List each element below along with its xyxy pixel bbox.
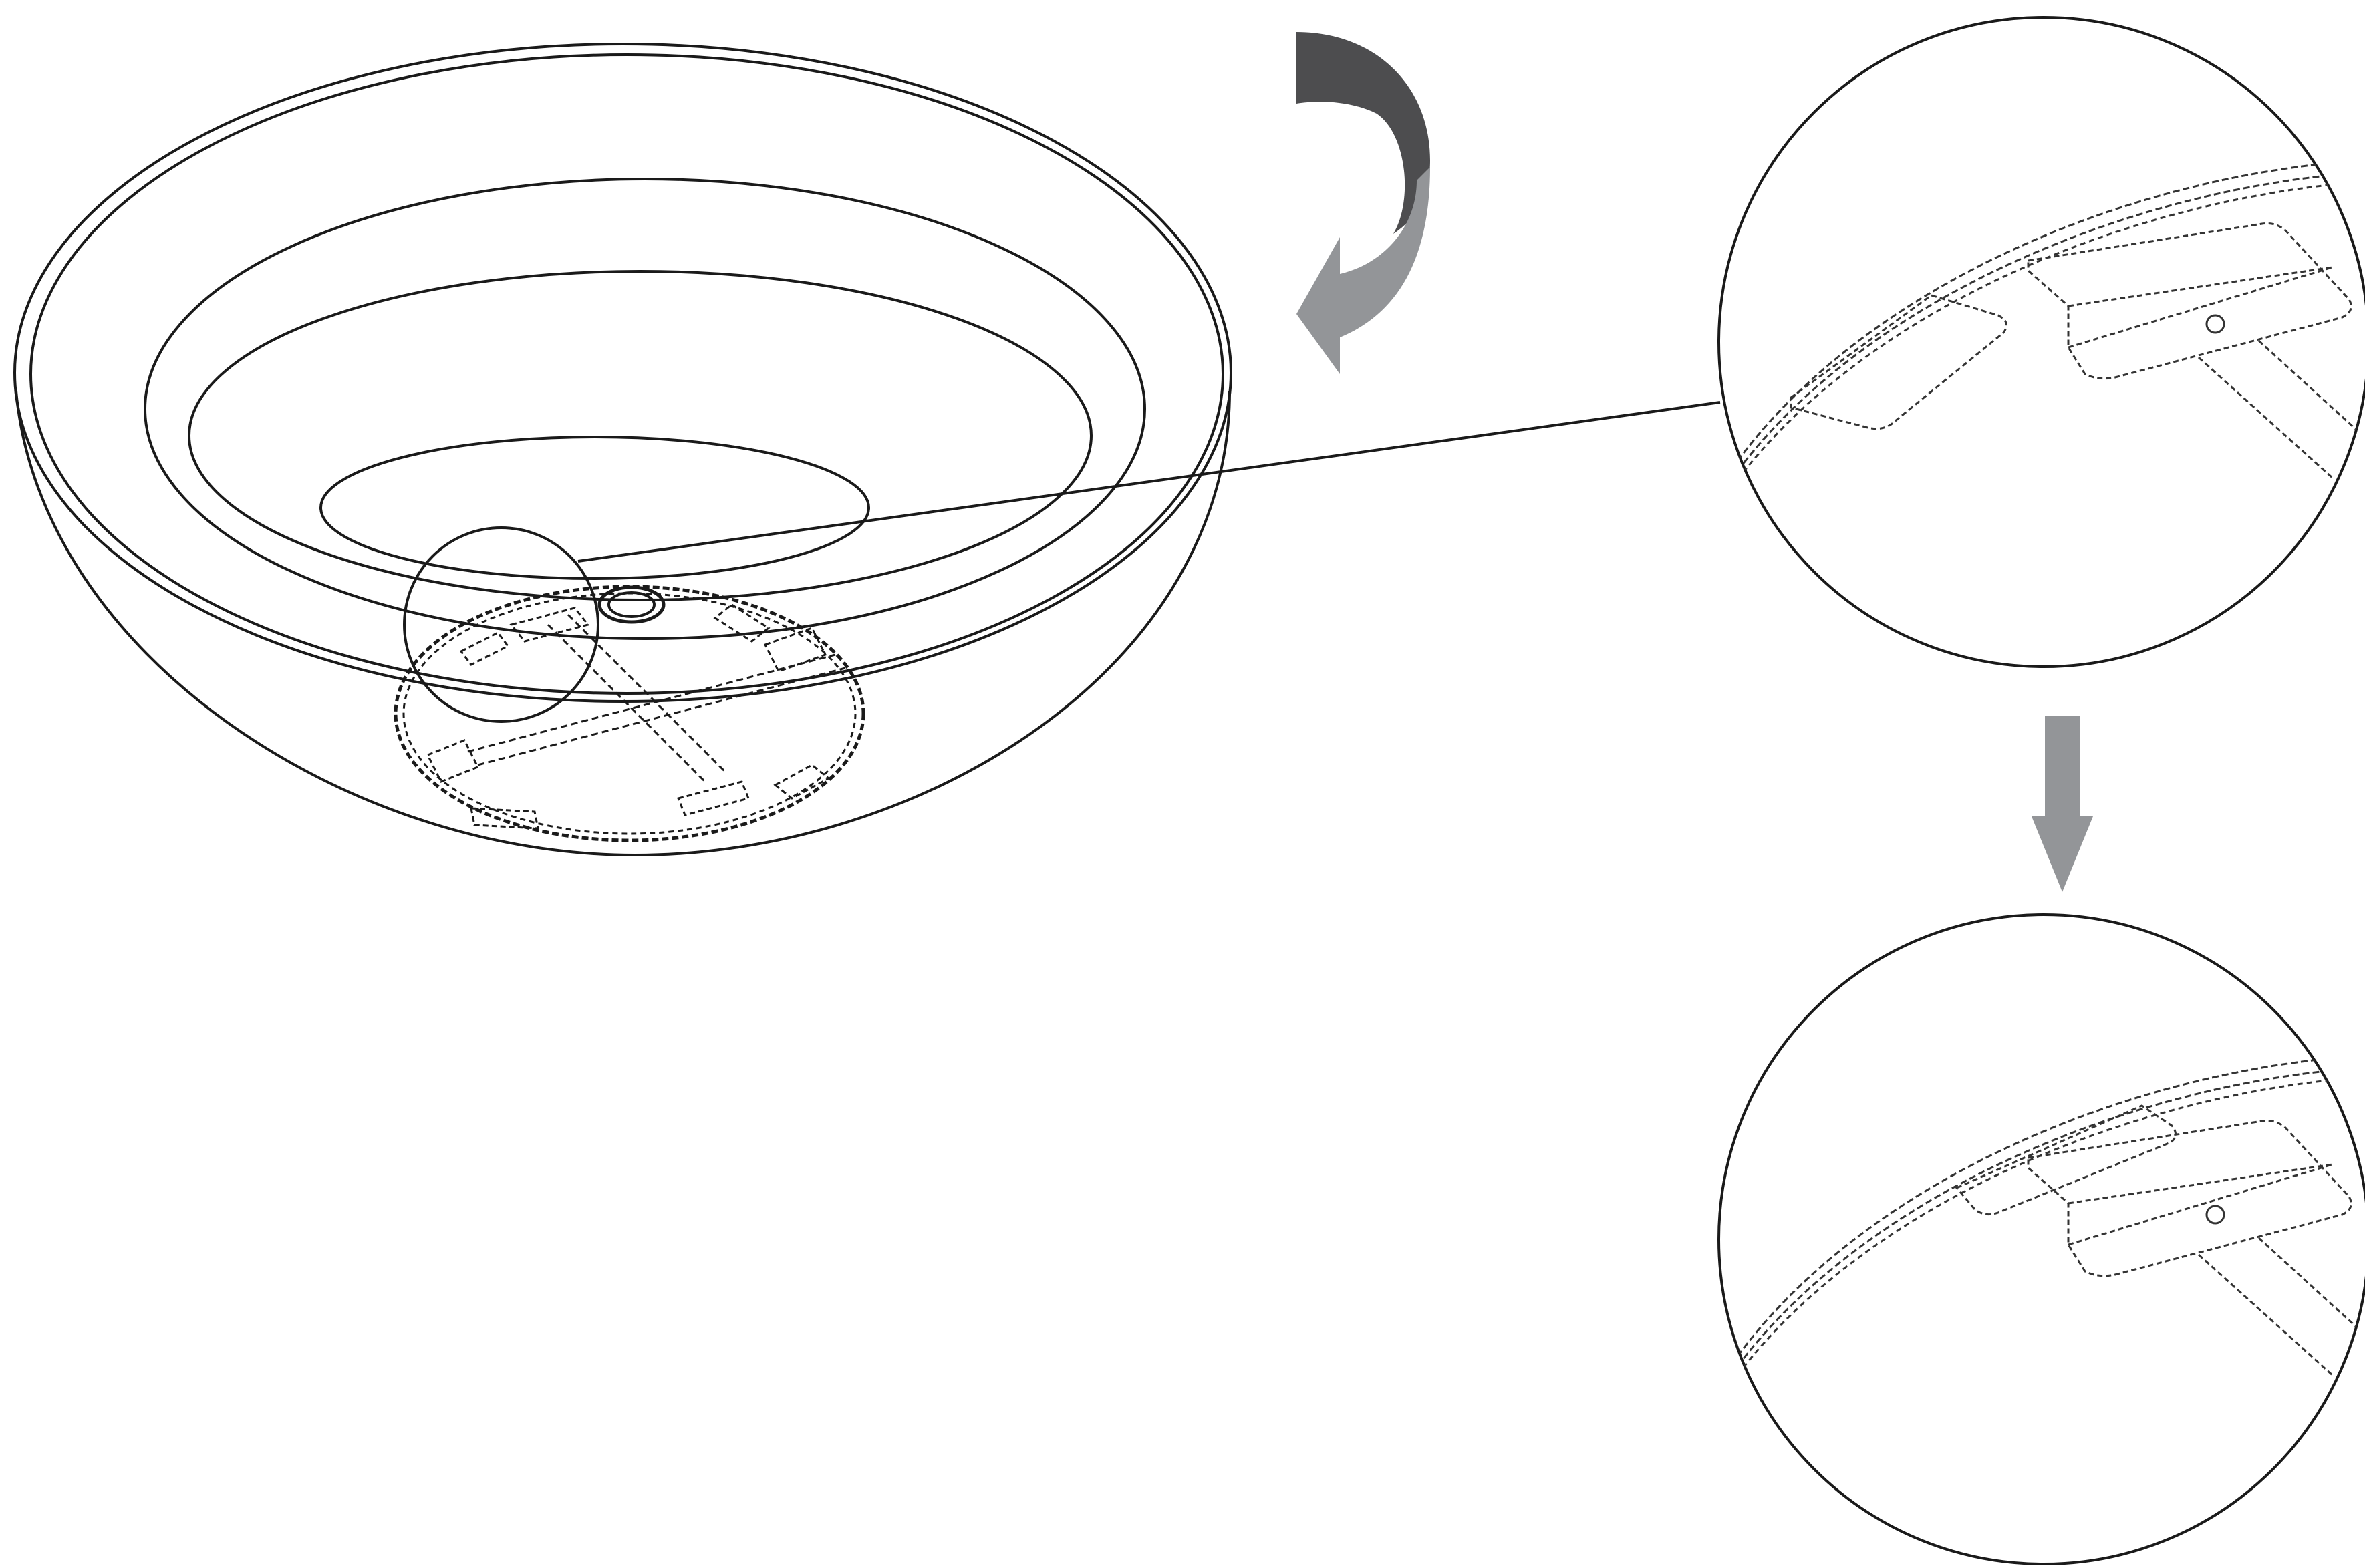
detail-before-circle xyxy=(1717,16,2365,668)
bowl-outer-shell xyxy=(15,390,1231,857)
bowl-rim-outer xyxy=(13,43,1232,703)
curved-rotate-arrow-icon xyxy=(1296,32,1430,374)
spacer-plate-installed xyxy=(1955,1104,2177,1216)
detail-after xyxy=(1717,913,2365,1565)
bowl-rim-inner xyxy=(29,53,1224,695)
spacer-plate xyxy=(1790,294,2007,430)
bowl-overview xyxy=(13,43,1721,857)
bowl-inner-wall-1 xyxy=(144,178,1146,640)
bowl-inner-wall-3 xyxy=(319,436,870,580)
bracket-screw-hole xyxy=(2205,314,2225,334)
mounting-bracket xyxy=(2027,222,2352,380)
bracket-screw-hole-installed xyxy=(2205,1205,2225,1225)
mounting-bracket-installed xyxy=(2027,1120,2352,1277)
down-arrow-icon xyxy=(2032,716,2093,892)
zoom-indicator-circle xyxy=(403,526,599,723)
bowl-inner-wall-2 xyxy=(188,270,1093,601)
drain-hole-icon xyxy=(597,585,666,624)
zoom-leader-line xyxy=(577,401,1721,563)
detail-before xyxy=(1717,16,2365,668)
detail-after-circle xyxy=(1717,913,2365,1565)
